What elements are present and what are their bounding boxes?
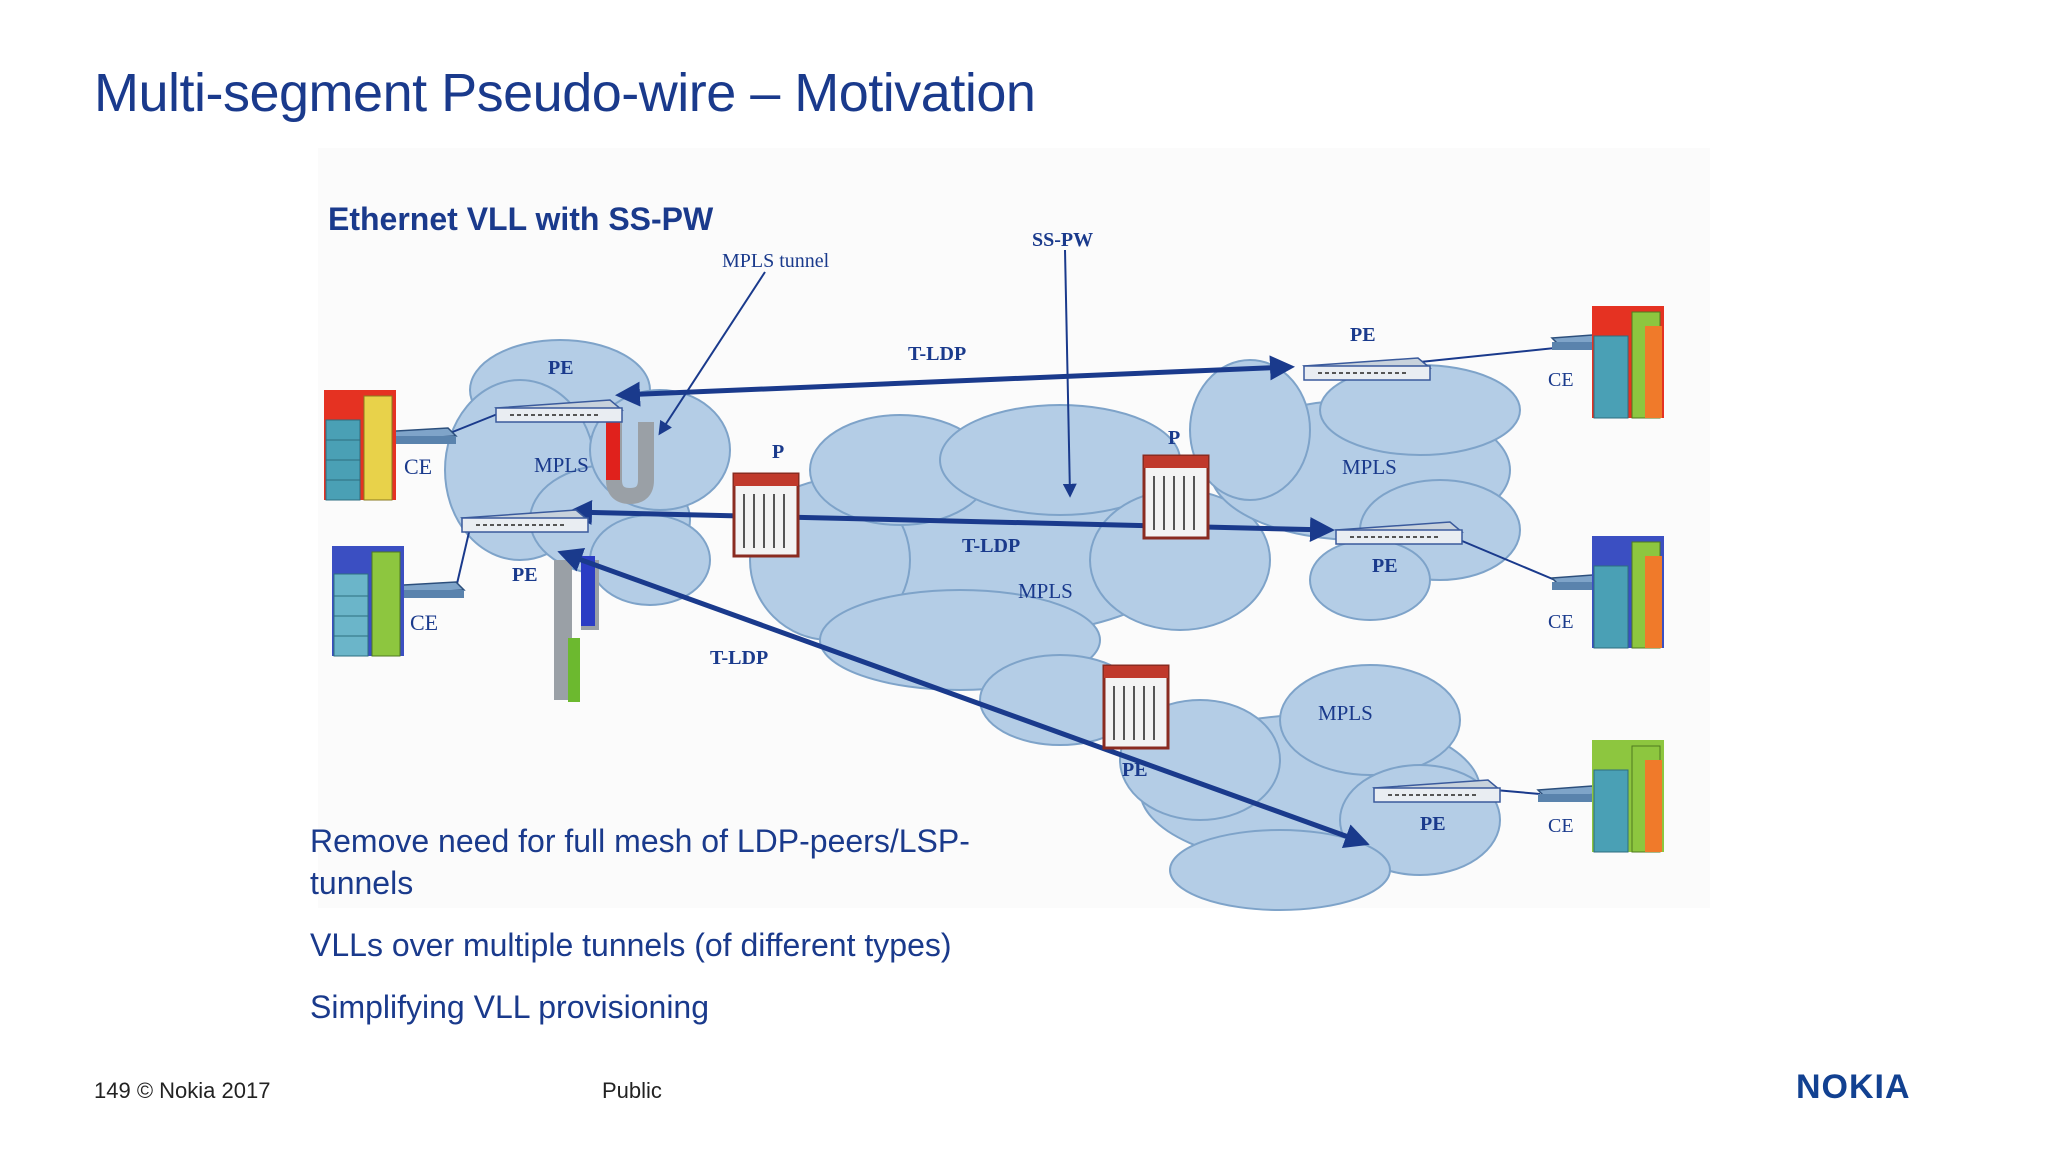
pe-label-right-middle: PE bbox=[1372, 555, 1398, 577]
ss-pw-label: SS-PW bbox=[1032, 229, 1093, 251]
mpls-label-center: MPLS bbox=[1018, 579, 1073, 603]
bullet-item: VLLs over multiple tunnels (of different… bbox=[310, 927, 952, 963]
bullet-list: Remove need for full mesh of LDP-peers/L… bbox=[310, 820, 1070, 1048]
pe-router-left-bottom bbox=[460, 509, 590, 533]
ce-label-right-top: CE bbox=[1548, 369, 1574, 391]
t-ldp-label-top: T-LDP bbox=[908, 343, 966, 365]
pe-label-left-top: PE bbox=[548, 357, 574, 379]
nokia-logo: NOKIA bbox=[1796, 1068, 1911, 1106]
mpls-tunnel-red bbox=[606, 420, 654, 505]
mpls-label-right-top: MPLS bbox=[1342, 455, 1397, 479]
pe-label-left-bottom: PE bbox=[512, 564, 538, 586]
diagram-title: Ethernet VLL with SS-PW bbox=[328, 201, 714, 237]
pe-router-center-bottom bbox=[1102, 664, 1170, 750]
pe-label-center-bottom: PE bbox=[1122, 759, 1148, 781]
pe-label-right-bottom: PE bbox=[1420, 813, 1446, 835]
ss-pw-callout bbox=[1062, 249, 1077, 498]
building-left-top bbox=[324, 390, 396, 501]
footer-classification: Public bbox=[602, 1078, 662, 1103]
p-label-left: P bbox=[772, 441, 784, 463]
t-ldp-label-bottom: T-LDP bbox=[710, 647, 768, 669]
mpls-label-right-bottom: MPLS bbox=[1318, 701, 1373, 725]
pe-router-left-top bbox=[494, 399, 624, 423]
pe-router-right-top bbox=[1302, 357, 1432, 381]
t-ldp-arrow-top bbox=[615, 355, 1295, 407]
t-ldp-label-middle: T-LDP bbox=[962, 535, 1020, 557]
ce-label-right-bottom: CE bbox=[1548, 815, 1574, 837]
pe-router-right-middle bbox=[1334, 521, 1464, 545]
ce-label-right-middle: CE bbox=[1548, 611, 1574, 633]
t-ldp-arrow-bottom bbox=[557, 548, 1370, 848]
pe-label-right-top: PE bbox=[1350, 324, 1376, 346]
ce-label-left-bottom: CE bbox=[410, 610, 438, 635]
building-left-bottom bbox=[332, 546, 404, 657]
mpls-tunnel-callout bbox=[658, 271, 766, 436]
building-right-top bbox=[1592, 306, 1664, 419]
p-label-center: P bbox=[1168, 427, 1180, 449]
building-right-bottom bbox=[1592, 740, 1664, 853]
footer-page-copyright: 149 © Nokia 2017 bbox=[94, 1078, 271, 1103]
mpls-label-left: MPLS bbox=[534, 453, 589, 477]
slide-title: Multi-segment Pseudo-wire – Motivation bbox=[94, 63, 1036, 123]
ce-label-left-top: CE bbox=[404, 454, 432, 479]
bullet-item: Simplifying VLL provisioning bbox=[310, 989, 710, 1025]
building-right-middle bbox=[1592, 536, 1664, 649]
p-router-left bbox=[732, 472, 800, 558]
mpls-tunnel-label: MPLS tunnel bbox=[722, 250, 830, 272]
pe-router-right-bottom bbox=[1372, 779, 1502, 803]
bullet-item: Remove need for full mesh of LDP-peers/L… bbox=[310, 823, 970, 901]
ce-links bbox=[449, 347, 1556, 795]
p-router-center bbox=[1142, 454, 1210, 540]
